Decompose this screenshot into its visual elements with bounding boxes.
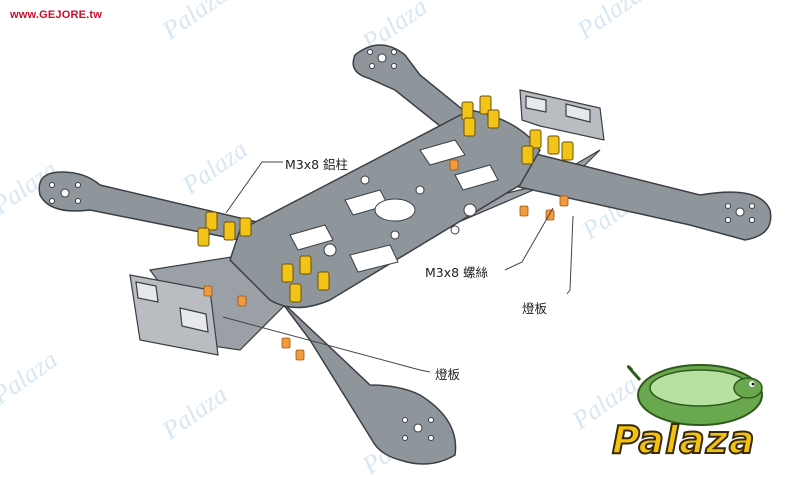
callout-standoff: M3x8 鋁柱: [285, 157, 349, 172]
site-url: www.GEJORE.tw: [10, 9, 103, 21]
logo-text: Palaza: [611, 417, 756, 463]
standoffs: [197, 95, 574, 303]
frame-cutouts: [289, 139, 499, 273]
callout-led-board-right: 燈板: [522, 301, 548, 316]
callout-screw: M3x8 螺絲: [425, 265, 489, 280]
led-board-left-shape: [129, 274, 219, 356]
leader-lines: [222, 161, 574, 373]
watermark: Palaza: [156, 380, 233, 446]
screws: [203, 159, 569, 361]
turtle-mascot-icon: [626, 364, 763, 426]
watermark: Palaza: [156, 0, 233, 45]
callout-led-board-left: 燈板: [435, 367, 461, 382]
watermark: Palaza: [571, 0, 648, 45]
motor-mounts: [49, 49, 755, 441]
watermark: Palaza: [0, 345, 63, 411]
watermark: Palaza: [176, 135, 253, 201]
led-board-right-shape: [519, 89, 605, 141]
